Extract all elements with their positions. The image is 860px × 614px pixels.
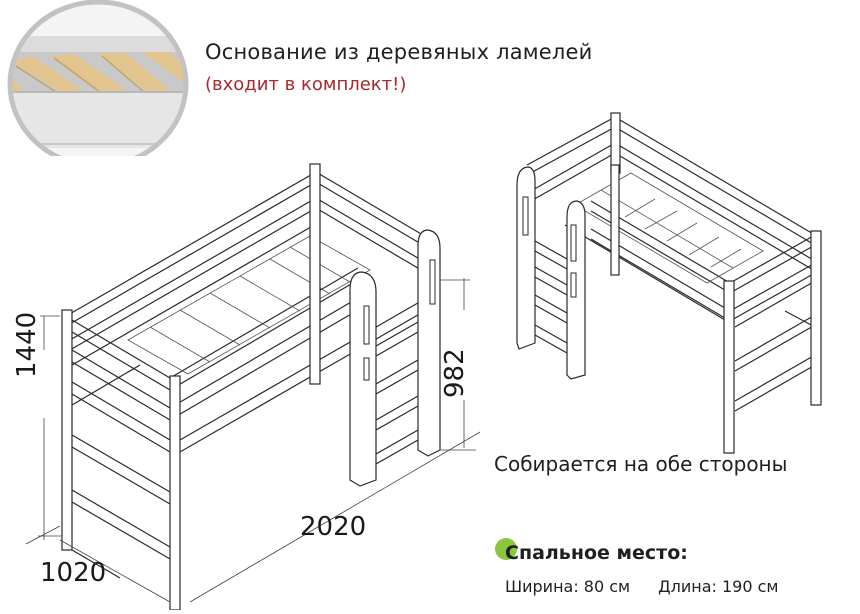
green-bullet-icon <box>495 538 517 560</box>
dimension-width: 1020 <box>40 558 107 588</box>
sleeping-area-heading: Спальное место: <box>505 542 688 564</box>
dimension-height: 1440 <box>12 311 42 378</box>
sleeping-area-dimensions: Ширина: 80 см Длина: 190 см <box>505 577 778 596</box>
main-bed-drawing <box>20 150 490 610</box>
sleeping-length: Длина: 190 см <box>658 577 779 596</box>
slat-base-image <box>2 0 194 156</box>
loft-bed-isometric-icon <box>25 163 481 610</box>
alt-bed-drawing <box>505 105 835 455</box>
assembly-caption: Собирается на обе стороны <box>494 452 788 476</box>
dimension-length: 2020 <box>300 512 367 542</box>
slat-base-closeup-icon <box>7 0 189 156</box>
dimension-ladder-height: 982 <box>440 348 470 398</box>
slat-base-title: Основание из деревяных ламелей <box>205 40 593 64</box>
sleeping-width: Ширина: 80 см <box>505 577 631 596</box>
included-note: (входит в комплект!) <box>205 74 407 95</box>
loft-bed-mirrored-icon <box>516 112 822 454</box>
